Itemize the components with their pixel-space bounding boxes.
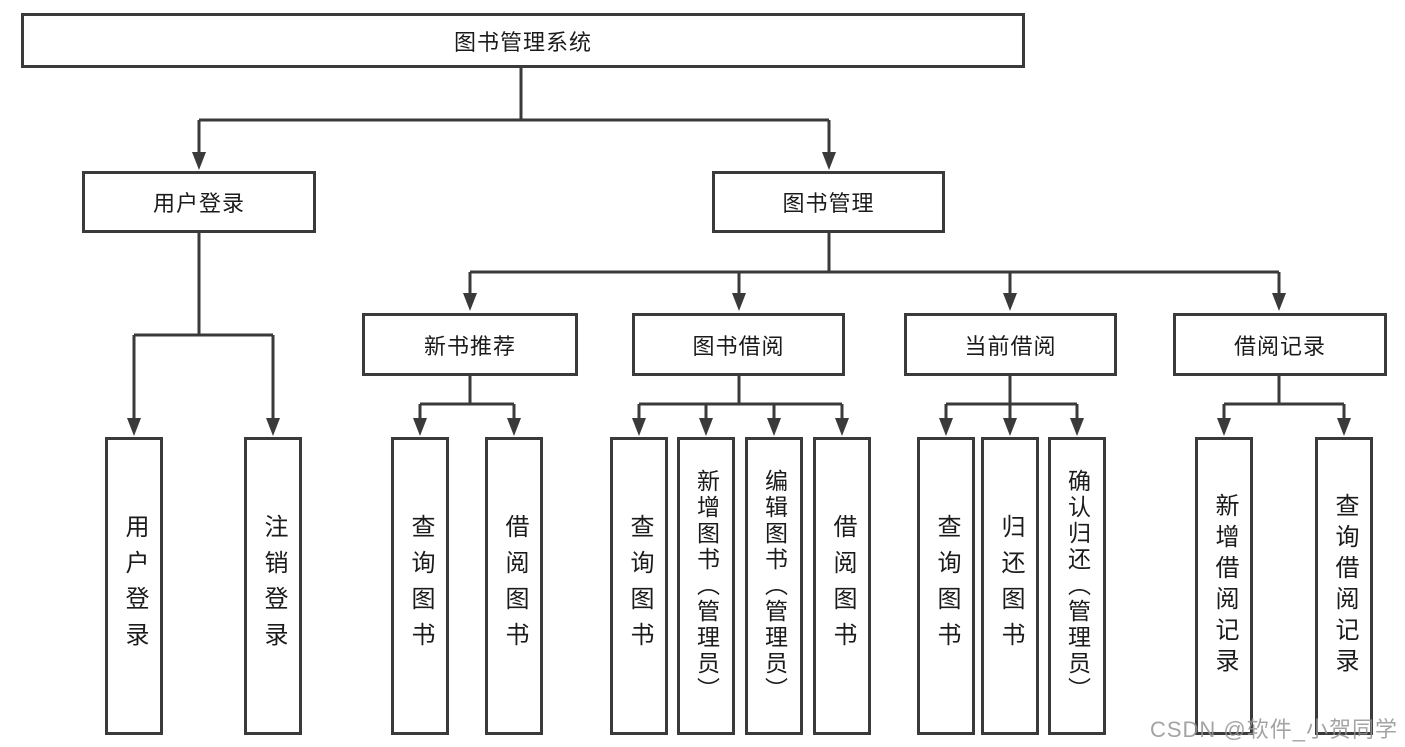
node-new-book-recommend: 新书推荐 bbox=[362, 313, 578, 376]
node-label: 借阅记录 bbox=[1233, 333, 1326, 359]
connector-bookborrow-to-leaves bbox=[637, 376, 844, 426]
leaf-query-borrow-record: 查询借阅记录 bbox=[1315, 437, 1373, 735]
watermark: CSDN @软件_小贺同学 bbox=[1149, 717, 1398, 742]
node-label: 查询图书 bbox=[933, 514, 960, 658]
leaf-add-book-admin: 新增图书（管理员） bbox=[677, 437, 735, 735]
connector-borrowrecords-to-leaves bbox=[1222, 376, 1346, 426]
connector-newbook-to-leaves bbox=[418, 376, 516, 426]
node-current-borrow: 当前借阅 bbox=[904, 313, 1117, 376]
node-borrow-records: 借阅记录 bbox=[1173, 313, 1387, 376]
node-label: 归还图书 bbox=[997, 514, 1024, 658]
node-book-borrow: 图书借阅 bbox=[632, 313, 845, 376]
connector-userlogin-to-leaves bbox=[132, 233, 275, 426]
node-label: 图书借阅 bbox=[692, 333, 785, 359]
node-label: 查询图书 bbox=[626, 514, 653, 658]
node-label: 图书管理系统 bbox=[453, 29, 592, 55]
node-label: 注销登录 bbox=[260, 514, 287, 658]
leaf-add-borrow-record: 新增借阅记录 bbox=[1195, 437, 1253, 735]
leaf-newbook-query-book: 查询图书 bbox=[391, 437, 449, 735]
node-book-management: 图书管理 bbox=[712, 171, 945, 233]
node-label: 用户登录 bbox=[152, 191, 245, 216]
leaf-edit-book-admin: 编辑图书（管理员） bbox=[745, 437, 803, 735]
node-root: 图书管理系统 bbox=[21, 13, 1025, 68]
connector-currentborrow-to-leaves bbox=[944, 376, 1079, 426]
leaf-logout: 注销登录 bbox=[244, 437, 302, 735]
node-label: 图书管理 bbox=[782, 191, 875, 216]
arrowheads bbox=[127, 152, 1351, 436]
node-label: 查询图书 bbox=[407, 514, 434, 658]
connector-root-to-level2 bbox=[197, 68, 831, 158]
node-label: 用户登录 bbox=[121, 514, 148, 658]
node-label: 借阅图书 bbox=[501, 514, 528, 658]
leaf-user-login: 用户登录 bbox=[105, 437, 163, 735]
node-label: 新书推荐 bbox=[423, 333, 516, 359]
connector-bookmgmt-to-level3 bbox=[468, 233, 1281, 301]
node-label: 编辑图书（管理员） bbox=[761, 469, 788, 703]
leaf-borrow-borrow-book: 借阅图书 bbox=[813, 437, 871, 735]
leaf-confirm-return-admin: 确认归还（管理员） bbox=[1048, 437, 1106, 735]
node-user-login: 用户登录 bbox=[82, 171, 316, 233]
node-label: 借阅图书 bbox=[829, 514, 856, 658]
node-label: 新增借阅记录 bbox=[1211, 493, 1238, 679]
leaf-current-query-book: 查询图书 bbox=[917, 437, 975, 735]
leaf-return-book: 归还图书 bbox=[981, 437, 1039, 735]
node-label: 查询借阅记录 bbox=[1331, 493, 1358, 679]
leaf-newbook-borrow-book: 借阅图书 bbox=[485, 437, 543, 735]
leaf-borrow-query-book: 查询图书 bbox=[610, 437, 668, 735]
node-label: 确认归还（管理员） bbox=[1064, 469, 1091, 703]
node-label: 新增图书（管理员） bbox=[693, 469, 720, 703]
node-label: 当前借阅 bbox=[964, 333, 1057, 359]
